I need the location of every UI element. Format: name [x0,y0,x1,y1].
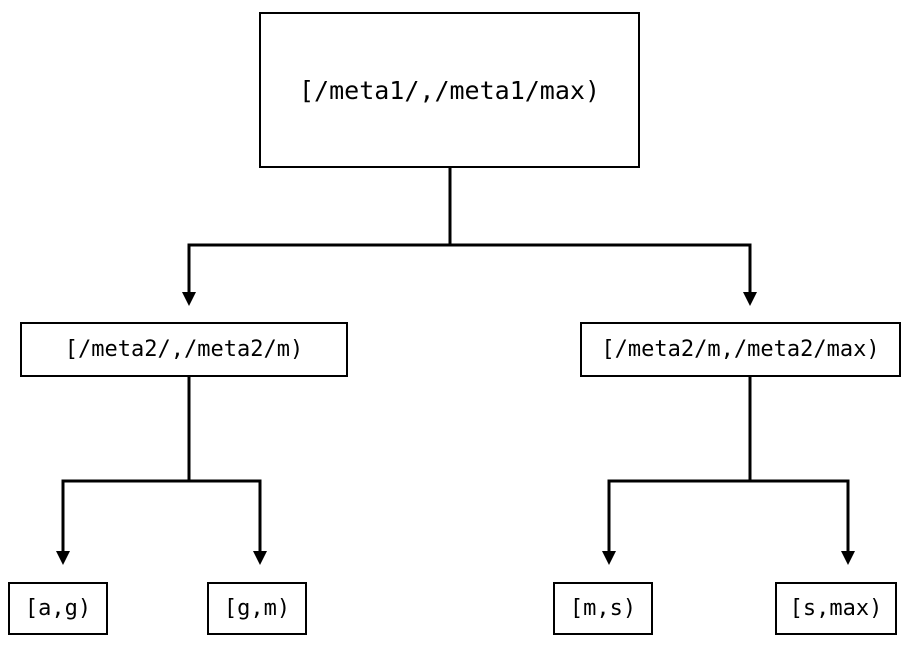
tree-node-leaf-g-m[interactable]: [g,m) [207,582,307,635]
arrowhead-icon-branch-left-to-leaf-g-m [253,551,267,565]
edge-root-to-branch-right [448,168,757,306]
arrowhead-icon-branch-right-to-leaf-s-max [841,551,855,565]
tree-node-branch-right[interactable]: [/meta2/m,/meta2/max) [580,322,901,377]
tree-node-leaf-a-g[interactable]: [a,g) [8,582,108,635]
tree-node-root[interactable]: [/meta1/,/meta1/max) [259,12,640,168]
arrowhead-icon-branch-right-to-leaf-m-s [602,551,616,565]
tree-node-branch-left-label: [/meta2/,/meta2/m) [64,337,304,362]
tree-node-branch-left[interactable]: [/meta2/,/meta2/m) [20,322,348,377]
edge-line-root-to-branch-left [187,168,452,293]
edge-line-branch-right-to-leaf-m-s [607,377,752,552]
edge-branch-left-to-leaf-g-m [187,377,267,565]
tree-node-branch-right-label: [/meta2/m,/meta2/max) [601,337,880,362]
edge-branch-right-to-leaf-m-s [602,377,752,565]
tree-node-root-label: [/meta1/,/meta1/max) [298,75,601,105]
tree-node-leaf-s-max[interactable]: [s,max) [775,582,897,635]
edge-branch-left-to-leaf-a-g [56,377,191,565]
arrowhead-icon-branch-left-to-leaf-a-g [56,551,70,565]
edge-line-branch-right-to-leaf-s-max [748,377,850,552]
edge-branch-right-to-leaf-s-max [748,377,855,565]
arrowhead-icon-root-to-branch-right [743,292,757,306]
edge-root-to-branch-left [182,168,452,306]
edge-line-root-to-branch-right [448,168,752,293]
arrowhead-icon-root-to-branch-left [182,292,196,306]
tree-node-leaf-s-max-label: [s,max) [789,596,883,621]
tree-node-leaf-m-s[interactable]: [m,s) [553,582,653,635]
edge-line-branch-left-to-leaf-a-g [61,377,191,552]
tree-node-leaf-a-g-label: [a,g) [24,596,92,621]
edge-line-branch-left-to-leaf-g-m [187,377,262,552]
tree-node-leaf-m-s-label: [m,s) [569,596,637,621]
tree-node-leaf-g-m-label: [g,m) [223,596,291,621]
